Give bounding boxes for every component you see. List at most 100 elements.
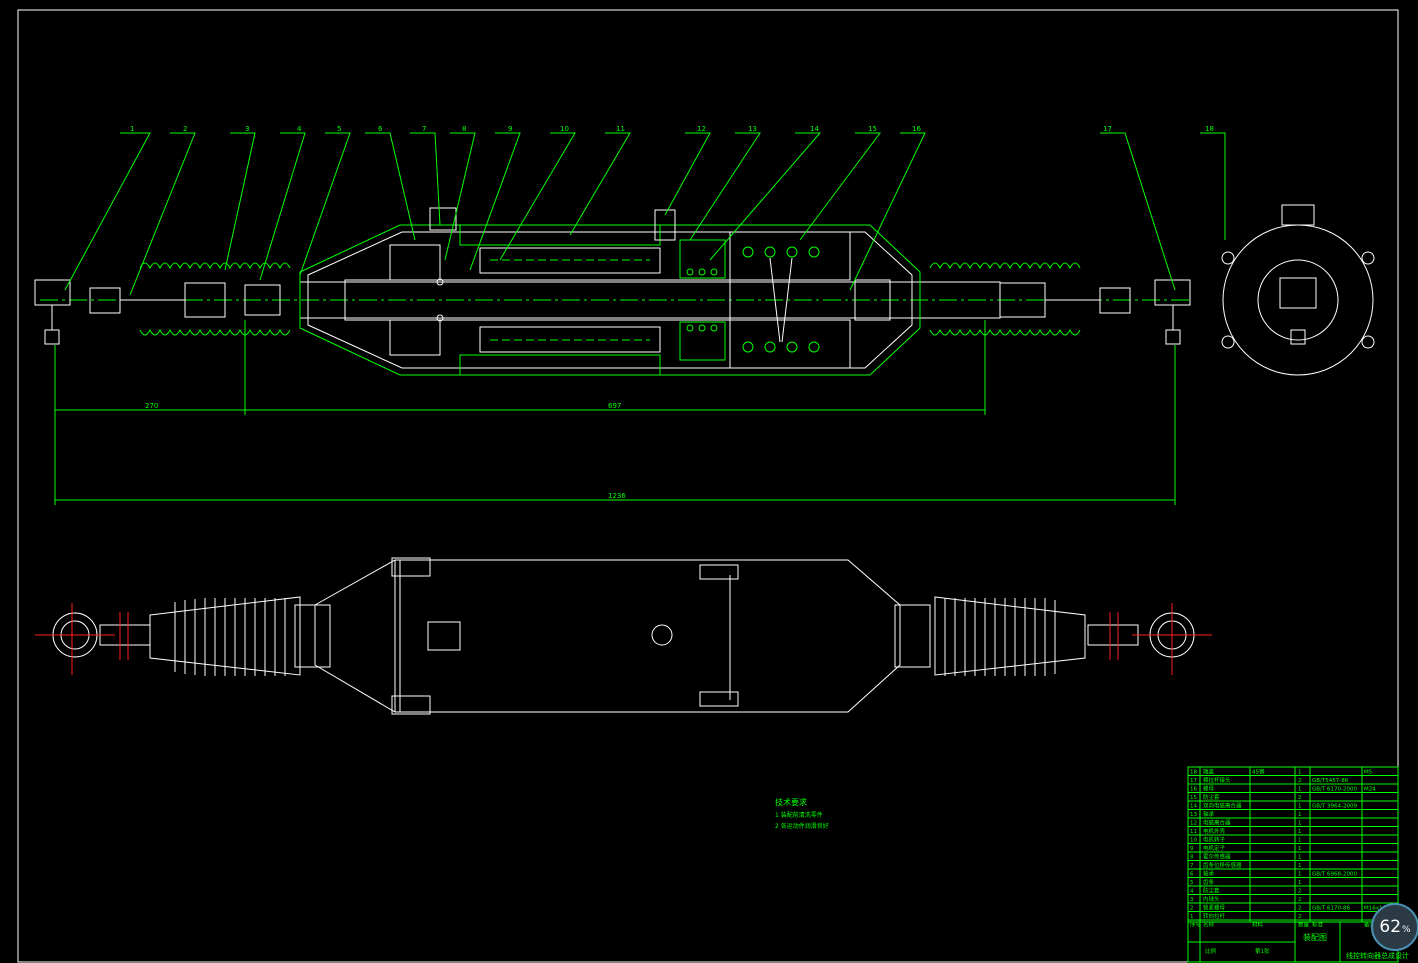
end-view — [1221, 204, 1375, 376]
parts-list-cell: 齿条 — [1203, 878, 1215, 886]
parts-list-cell: 1 — [1298, 880, 1302, 886]
parts-list-cell: 12 — [1190, 821, 1197, 827]
section-view — [34, 132, 1226, 376]
zoom-unit: % — [1402, 924, 1411, 935]
parts-list-cell: 2 — [1298, 906, 1302, 912]
parts-list-cell: 2 — [1298, 889, 1302, 895]
parts-list-cell: 1 — [1298, 838, 1302, 844]
parts-list-cell: 转向拉杆 — [1203, 912, 1226, 920]
parts-list-cell: 1 — [1298, 863, 1302, 869]
parts-list-cell: 双向电磁离合器 — [1203, 802, 1242, 810]
parts-list-cell: 13 — [1190, 812, 1197, 818]
parts-list-cell: 9 — [1190, 846, 1194, 852]
drawing-frame — [17, 9, 1399, 963]
parts-list-cell: 15 — [1190, 795, 1197, 801]
technical-requirements: 技术要求 1 装配前清洗零件 2 各运动件润滑良好 — [775, 797, 829, 830]
parts-list-cell: GB/T 3964-2009 — [1312, 804, 1357, 810]
part-label: 17 — [1103, 125, 1112, 133]
dimension-left: 270 — [145, 402, 158, 410]
dimension-overall: 1236 — [608, 492, 626, 500]
parts-list-header: 名称 — [1203, 921, 1215, 929]
parts-list-cell: 1 — [1298, 804, 1302, 810]
part-label: 6 — [378, 125, 383, 133]
parts-list-cell: 16 — [1190, 787, 1197, 793]
parts-list-cell: 电磁离合器 — [1203, 819, 1231, 827]
parts-list-cell: 电机定子 — [1203, 844, 1226, 852]
parts-list-cell: 1 — [1298, 812, 1302, 818]
part-number-labels: 1 2 3 4 5 6 7 8 9 10 11 12 13 14 15 16 1… — [130, 125, 1214, 133]
parts-list-cell: GB/T5457-86 — [1312, 778, 1349, 784]
parts-list-cell: 轴承 — [1203, 810, 1215, 818]
zoom-badge[interactable]: 62% — [1371, 903, 1418, 951]
part-label: 9 — [508, 125, 512, 133]
parts-list-cell: 45钢 — [1252, 768, 1265, 776]
parts-list-cell: GB/T 6968-2000 — [1312, 872, 1357, 878]
part-label: 8 — [462, 125, 466, 133]
parts-list-cell: 2 — [1298, 914, 1302, 920]
parts-list-cell: 电机外壳 — [1203, 827, 1226, 835]
parts-list-cell: GB/T 6170-2000 — [1312, 787, 1357, 793]
parts-list-header: 备注 — [1364, 921, 1376, 929]
part-label: 11 — [616, 125, 625, 133]
part-label: 1 — [130, 125, 134, 133]
parts-list-cell: 端盖 — [1203, 768, 1215, 776]
parts-list-cell: 2 — [1298, 778, 1302, 784]
parts-list-cell: 5 — [1190, 880, 1194, 886]
parts-list-cell: 1 — [1298, 829, 1302, 835]
part-label: 16 — [912, 125, 921, 133]
tech-req-title: 技术要求 — [775, 797, 807, 807]
parts-list-cell: 7 — [1190, 863, 1194, 869]
parts-list-cell: 3 — [1190, 897, 1194, 903]
part-label: 10 — [560, 125, 569, 133]
parts-list-cell: 1 — [1298, 855, 1302, 861]
parts-list-cell: GB/T 6170-86 — [1312, 906, 1350, 912]
parts-list-cell: 4 — [1190, 889, 1194, 895]
parts-list-cell: 2 — [1190, 906, 1194, 912]
parts-list-cell: 14 — [1190, 804, 1197, 810]
parts-list-cell: 1 — [1298, 787, 1302, 793]
parts-list-cell: M5 — [1364, 770, 1373, 776]
parts-list-cell: 锁紧螺母 — [1203, 904, 1226, 912]
parts-list-cell: 1 — [1298, 821, 1302, 827]
parts-list-cell: 1 — [1298, 770, 1302, 776]
part-label: 4 — [297, 125, 302, 133]
parts-list-cell: 防尘套 — [1203, 793, 1220, 801]
parts-list-cell: 轴承 — [1203, 870, 1215, 878]
drawing-title: 装配图 — [1303, 932, 1327, 942]
parts-list-cell: 8 — [1190, 855, 1194, 861]
parts-list-cell: 螺母 — [1203, 785, 1215, 793]
parts-list-cell: 内球头 — [1203, 895, 1220, 903]
parts-list-cell: 2 — [1298, 795, 1302, 801]
parts-list-header: 数量 — [1298, 921, 1310, 929]
tech-req-item: 1 装配前清洗零件 — [775, 811, 823, 819]
part-label: 18 — [1205, 125, 1214, 133]
parts-list-cell: 11 — [1190, 829, 1197, 835]
parts-list-cell: M24 — [1364, 787, 1376, 793]
part-label: 3 — [245, 125, 249, 133]
parts-list-cell: 防尘套 — [1203, 887, 1220, 895]
parts-list-cell: 17 — [1190, 778, 1197, 784]
scale-label: 比例 — [1205, 947, 1217, 955]
parts-list-cell: 18 — [1190, 770, 1197, 776]
parts-list-header: 材料 — [1252, 921, 1264, 929]
parts-list-cell: 霍尔传感器 — [1203, 853, 1231, 861]
parts-list-cell: M16x1.5 — [1364, 906, 1388, 912]
parts-list-cell: 横拉杆接头 — [1203, 776, 1231, 784]
parts-list-cell: 2 — [1298, 897, 1302, 903]
parts-list-header: 标准 — [1312, 921, 1324, 929]
parts-list-cell: 电机转子 — [1203, 836, 1226, 844]
part-label: 5 — [337, 125, 341, 133]
part-label: 7 — [422, 125, 426, 133]
parts-list-cell: 1 — [1190, 914, 1194, 920]
sheet-label: 第1张 — [1255, 947, 1270, 955]
parts-list-cell: 6 — [1190, 872, 1194, 878]
parts-list-cell: 1 — [1298, 872, 1302, 878]
parts-list-cell: 10 — [1190, 838, 1197, 844]
zoom-value: 62 — [1379, 917, 1402, 937]
top-view — [52, 557, 1195, 715]
part-label: 2 — [183, 125, 187, 133]
tech-req-item: 2 各运动件润滑良好 — [775, 822, 829, 830]
dimensions: 270 697 1236 — [54, 320, 1176, 505]
